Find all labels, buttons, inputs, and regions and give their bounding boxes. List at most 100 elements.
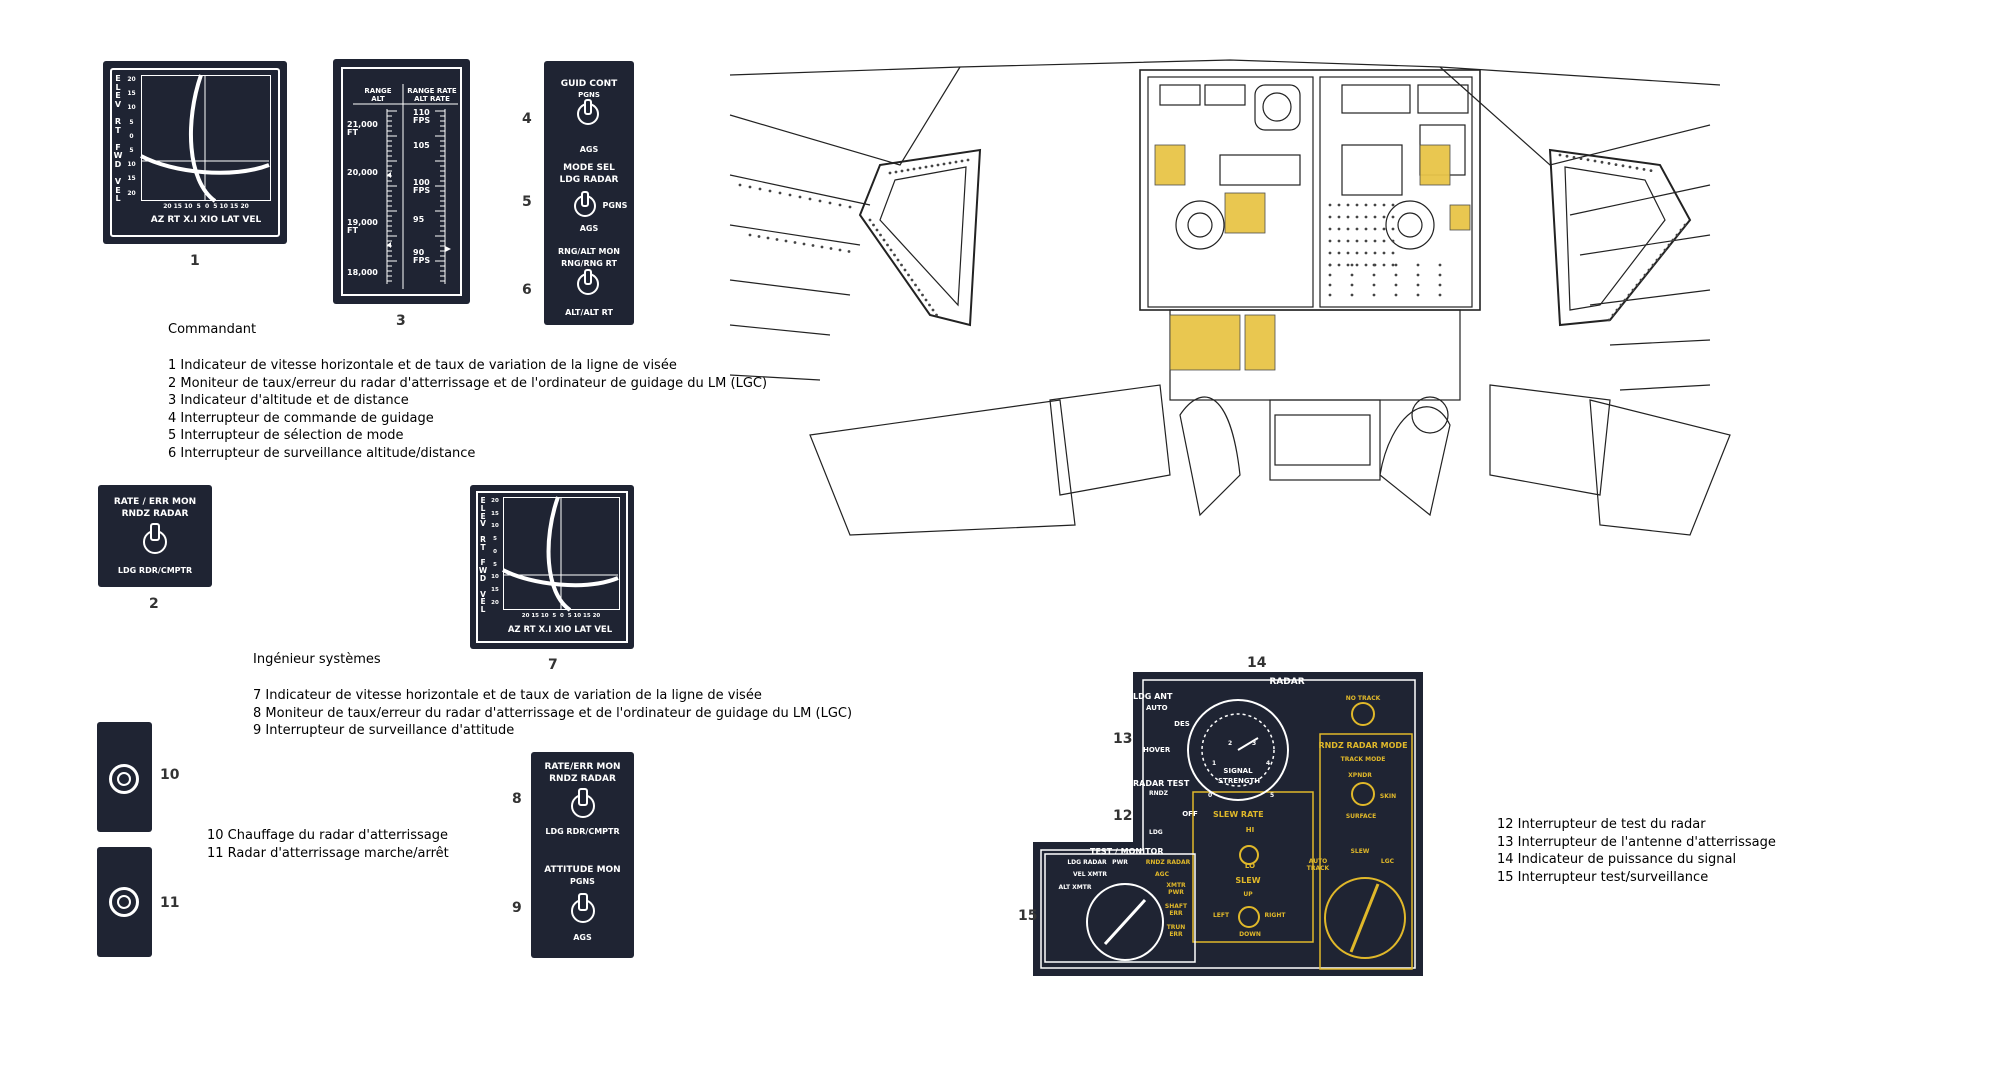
mode-ags-label: AGS — [579, 224, 599, 233]
velocity-elev-label: E L E V R T F W D V E L — [478, 496, 488, 615]
lgc-label: LGC — [1380, 858, 1395, 865]
pwr-label: PWR — [1112, 859, 1128, 866]
legend-item: 12 Interrupteur de test du radar — [1497, 817, 1706, 832]
mode-ldg-radar-label: LDG RADAR — [559, 175, 619, 185]
legend-item: 10 Chauffage du radar d'atterrissage — [207, 828, 448, 843]
legend-item: 13 Interrupteur de l'antenne d'atterriss… — [1497, 834, 1776, 850]
cockpit-drawing — [729, 59, 1731, 536]
xmtr-pwr-label: XMTR PWR — [1166, 882, 1186, 896]
radar-title: RADAR — [1269, 677, 1305, 687]
legend-item: 5 Interrupteur de sélection de mode — [168, 428, 404, 443]
legend-item: 2 Moniteur de taux/erreur du radar d'att… — [168, 375, 768, 391]
guidance-switch-panel: GUID CONT PGNS AGS MODE SEL LDG RADAR PG… — [544, 61, 634, 325]
hi-label: HI — [1245, 826, 1255, 834]
range-tick-label: 20,000 — [347, 168, 378, 177]
range-tick-label: 19,000 FT — [347, 218, 378, 235]
off-label: OFF — [1182, 810, 1198, 818]
ldg-label: LDG — [1149, 829, 1163, 836]
auto-label: AUTO — [1146, 704, 1168, 712]
rndz-radar-label: RNDZ RADAR — [121, 509, 189, 519]
hover-label: HOVER — [1143, 746, 1171, 754]
dial-number: 2 — [1228, 740, 1233, 747]
left-label: LEFT — [1212, 912, 1230, 919]
range-scale — [353, 84, 458, 289]
guid-ags-label: AGS — [579, 145, 599, 154]
heater-indicator-light — [109, 764, 139, 794]
rng-rng-rt-label: RNG/RNG RT — [561, 259, 617, 268]
range-alt-header: RANGE ALT — [364, 87, 392, 103]
dial-number: 5 — [1270, 792, 1275, 799]
ldg-rdr-cmptr-label: LDG RDR/CMPTR — [545, 827, 620, 836]
des-label: DES — [1174, 720, 1190, 728]
velocity-crosshair — [140, 74, 270, 203]
rate-tick-label: 95 — [413, 215, 425, 224]
range-tick-label: 18,000 — [347, 268, 378, 277]
range-altitude-indicator: RANGE ALT RANGE RATE ALT RATE 21,000 FT 2… — [333, 59, 470, 304]
strength-label: STRENGTH — [1218, 777, 1261, 785]
dial-number: 1 — [1212, 760, 1217, 767]
rng-alt-mon-label: RNG/ALT MON — [557, 247, 620, 256]
velocity-elev-label: E L E V R T F W D V E L — [113, 74, 123, 204]
track-mode-label: TRACK MODE — [1340, 756, 1386, 763]
ldg-rdr-cmptr-label: LDG RDR/CMPTR — [117, 566, 193, 575]
radar-test-label: RADAR TEST — [1133, 779, 1190, 788]
velocity-bottom-label: AZ RT X.I XIO LAT VEL — [507, 625, 613, 635]
right-label: RIGHT — [1264, 912, 1286, 919]
shaft-err-label: SHAFT ERR — [1164, 903, 1188, 917]
rate-tick-label: 105 — [413, 141, 430, 150]
alt-alt-rt-label: ALT/ALT RT — [565, 308, 613, 317]
label-number-6: 6 — [522, 282, 532, 298]
signal-label: SIGNAL — [1223, 767, 1253, 775]
agc-label: AGC — [1155, 871, 1169, 878]
guid-pgns-label: PGNS — [578, 91, 600, 99]
legend-item: 4 Interrupteur de commande de guidage — [168, 410, 434, 426]
rndz-radar-label: RNDZ RADAR — [549, 774, 616, 784]
guid-cont-label: GUID CONT — [560, 79, 618, 89]
velocity-bottom-label: AZ RT X.I XIO LAT VEL — [150, 215, 262, 225]
label-number-5: 5 — [522, 194, 532, 210]
surface-label: SURFACE — [1345, 813, 1377, 820]
legend-item: 14 Indicateur de puissance du signal — [1497, 852, 1737, 867]
velocity-crosshair — [502, 496, 619, 612]
velocity-y-ticks: 20 15 10 5 0 5 10 15 20 — [491, 498, 499, 606]
label-number-7: 7 — [548, 657, 558, 673]
legend-item: 6 Interrupteur de surveillance altitude/… — [168, 445, 476, 461]
label-number-9: 9 — [512, 900, 522, 916]
down-label: DOWN — [1239, 931, 1261, 938]
horizontal-velocity-indicator-1: E L E V R T F W D V E L 20 15 10 5 0 5 1… — [103, 61, 287, 244]
rate-err-mon-label: RATE/ERR MON — [544, 762, 621, 772]
rndz-radar-tm-label: RNDZ RADAR — [1145, 859, 1191, 866]
range-rate-header: RANGE RATE ALT RATE — [407, 87, 457, 103]
auto-track-label: AUTO TRACK — [1306, 858, 1330, 872]
velocity-y-ticks: 20 15 10 5 0 5 10 15 20 — [127, 76, 136, 197]
dial-number: 0 — [1208, 792, 1213, 799]
mode-pgns-label: PGNS — [602, 201, 628, 210]
rate-tick-label: 90 FPS — [413, 248, 431, 265]
label-number-2: 2 — [149, 596, 159, 612]
skin-label: SKIN — [1379, 793, 1397, 800]
range-tick-label: 21,000 FT — [347, 120, 378, 137]
power-indicator-light — [109, 887, 139, 917]
legend-item: 9 Interrupteur de surveillance d'attitud… — [253, 723, 515, 738]
legend-item: 11 Radar d'atterrissage marche/arrêt — [207, 845, 449, 861]
up-label: UP — [1243, 891, 1253, 898]
velocity-x-ticks: 20 15 10 5 0 5 10 15 20 — [521, 613, 601, 619]
label-number-12: 12 — [1113, 808, 1133, 824]
landing-radar-heater-panel — [97, 722, 152, 832]
vel-xmtr-label: VEL XMTR — [1073, 871, 1107, 878]
legend-item: 1 Indicateur de vitesse horizontale et d… — [168, 358, 677, 373]
velocity-display — [141, 75, 271, 201]
att-ags-label: AGS — [573, 933, 592, 942]
radar-panel — [1033, 672, 1423, 976]
rate-err-mon-label: RATE / ERR MON — [113, 497, 197, 507]
radar-legend: 12 Interrupteur de test du radar 13 Inte… — [1497, 816, 1776, 886]
legend-item: 3 Indicateur d'altitude et de distance — [168, 393, 409, 408]
label-number-10: 10 — [160, 767, 180, 783]
slew-label: SLEW — [1235, 876, 1261, 885]
commander-legend: 1 Indicateur de vitesse horizontale et d… — [168, 357, 767, 462]
landing-radar-power-panel — [97, 847, 152, 957]
mode-slew-label: SLEW — [1350, 848, 1370, 855]
rate-error-monitor-panel: RATE / ERR MON RNDZ RADAR LDG RDR/CMPTR — [98, 485, 212, 587]
label-number-13: 13 — [1113, 731, 1133, 747]
engineer-heading: Ingénieur systèmes — [253, 652, 381, 667]
